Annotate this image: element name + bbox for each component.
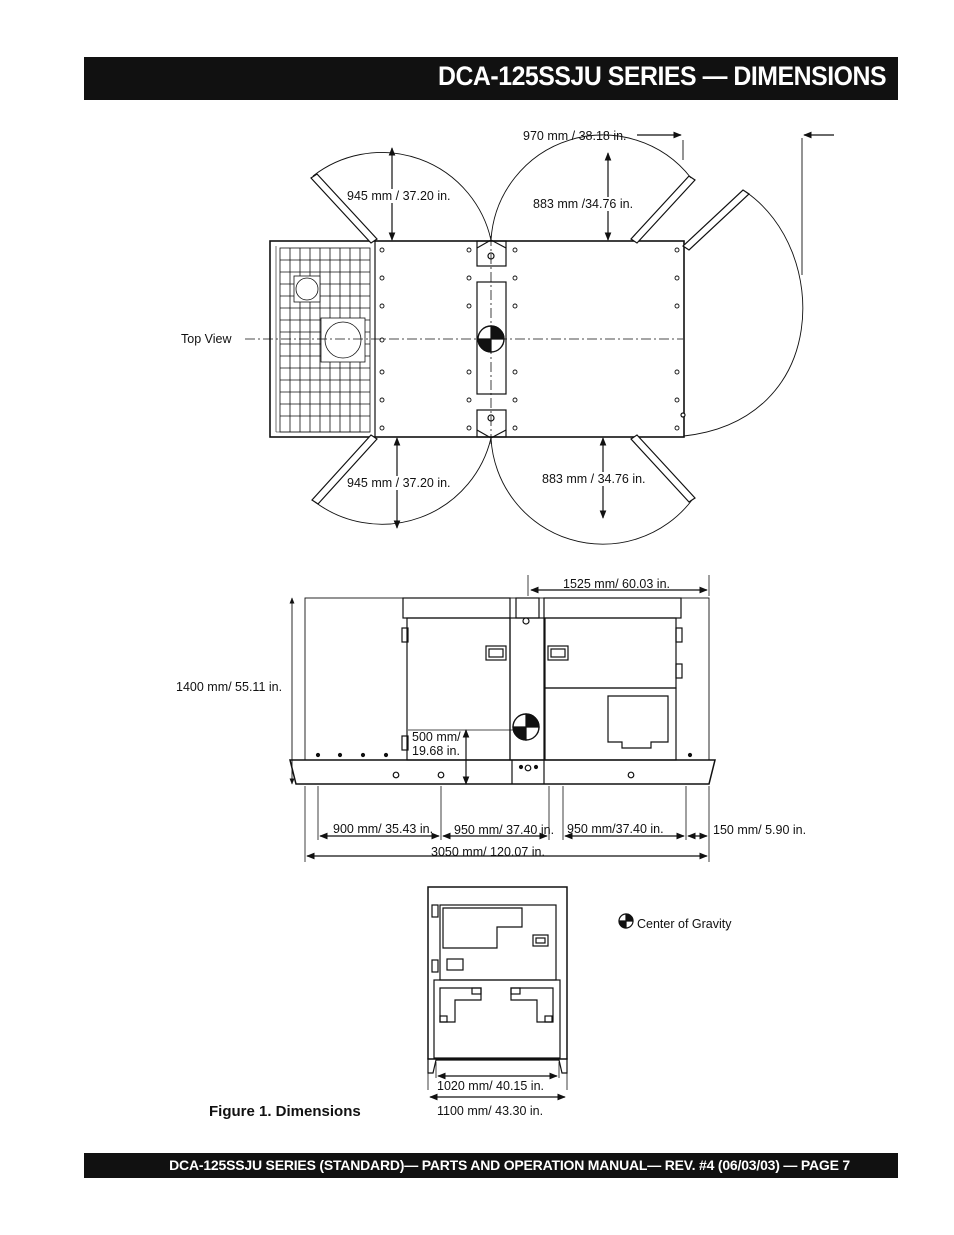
- dim-door-upper-left: 945 mm / 37.20 in.: [347, 189, 451, 203]
- top-view-label: Top View: [181, 332, 232, 346]
- figure-caption: Figure 1. Dimensions: [209, 1103, 361, 1120]
- dim-height: 1400 mm/ 55.11 in.: [176, 680, 283, 694]
- dim-seg-3: 950 mm/37.40 in.: [567, 822, 664, 836]
- dim-seg-4: 150 mm/ 5.90 in.: [713, 823, 807, 837]
- dim-door-upper-right: 883 mm /34.76 in.: [533, 197, 634, 211]
- dim-overall-length: 3050 mm/ 120.07 in.: [431, 845, 545, 859]
- end-view: [427, 886, 568, 1101]
- dim-overall-right: 970 mm / 38.18 in.: [523, 129, 627, 143]
- page-title: DCA-125SSJU SERIES — DIMENSIONS: [437, 61, 887, 91]
- center-of-gravity-icon: [477, 325, 505, 353]
- door-swings: [310, 134, 804, 545]
- center-of-gravity-icon: [512, 713, 540, 741]
- dim-door-lower-left: 945 mm / 37.20 in.: [347, 476, 451, 490]
- dim-cog-height-line1: 500 mm/: [412, 730, 461, 744]
- dim-seg-2: 950 mm/ 37.40 in.: [454, 823, 555, 837]
- legend-center-of-gravity-label: Center of Gravity: [637, 917, 732, 931]
- dim-outer-width: 1100 mm/ 43.30 in.: [437, 1104, 544, 1118]
- dim-door-lower-right: 883 mm / 34.76 in.: [542, 472, 646, 486]
- dim-seg-1: 900 mm/ 35.43 in.: [333, 822, 434, 836]
- side-view: [289, 575, 716, 862]
- page-footer: DCA-125SSJU SERIES (STANDARD)— PARTS AND…: [169, 1157, 850, 1173]
- legend-center-of-gravity-icon: [618, 913, 634, 929]
- dim-top-width: 1525 mm/ 60.03 in.: [563, 577, 671, 591]
- dim-cog-height-line2: 19.68 in.: [412, 744, 460, 758]
- radiator-grille: [279, 247, 371, 433]
- dim-inner-width: 1020 mm/ 40.15 in.: [437, 1079, 545, 1093]
- page-footer-bar: DCA-125SSJU SERIES (STANDARD)— PARTS AND…: [84, 1153, 898, 1178]
- page-title-bar: DCA-125SSJU SERIES — DIMENSIONS: [84, 57, 898, 100]
